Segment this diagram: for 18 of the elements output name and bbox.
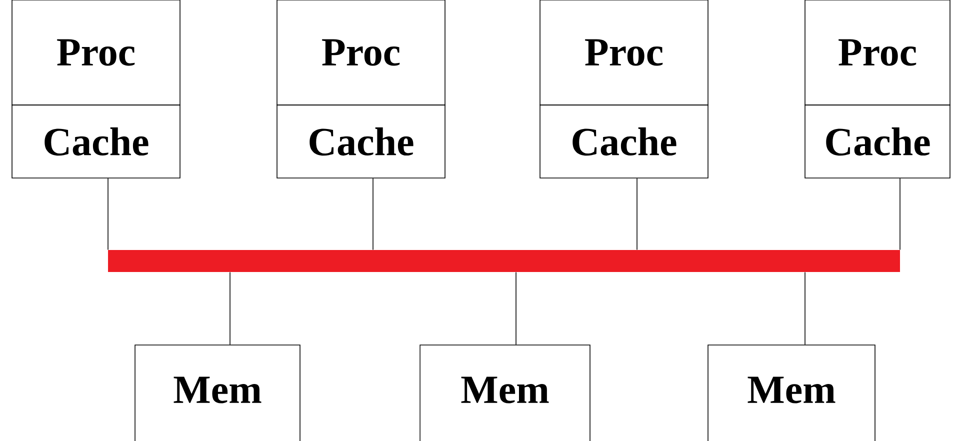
connector-line — [804, 272, 806, 345]
cache-box: Cache — [540, 104, 708, 178]
memory-box — [134, 344, 300, 441]
node-label: Mem — [748, 376, 836, 404]
processor-box: Proc — [804, 0, 950, 106]
memory-box — [708, 344, 876, 441]
processor-box: Proc — [276, 0, 446, 106]
cache-box: Cache — [804, 104, 950, 178]
cache-box: Cache — [12, 104, 180, 178]
node-label: Mem — [461, 376, 549, 404]
processor-box: Proc — [540, 0, 708, 106]
connector-line — [372, 178, 374, 250]
bus-bar — [108, 250, 900, 272]
cache-box: Cache — [276, 104, 446, 178]
processor-box: Proc — [12, 0, 180, 106]
memory-box — [420, 344, 590, 441]
connector-line — [636, 178, 638, 250]
node-label: Mem — [174, 376, 262, 404]
